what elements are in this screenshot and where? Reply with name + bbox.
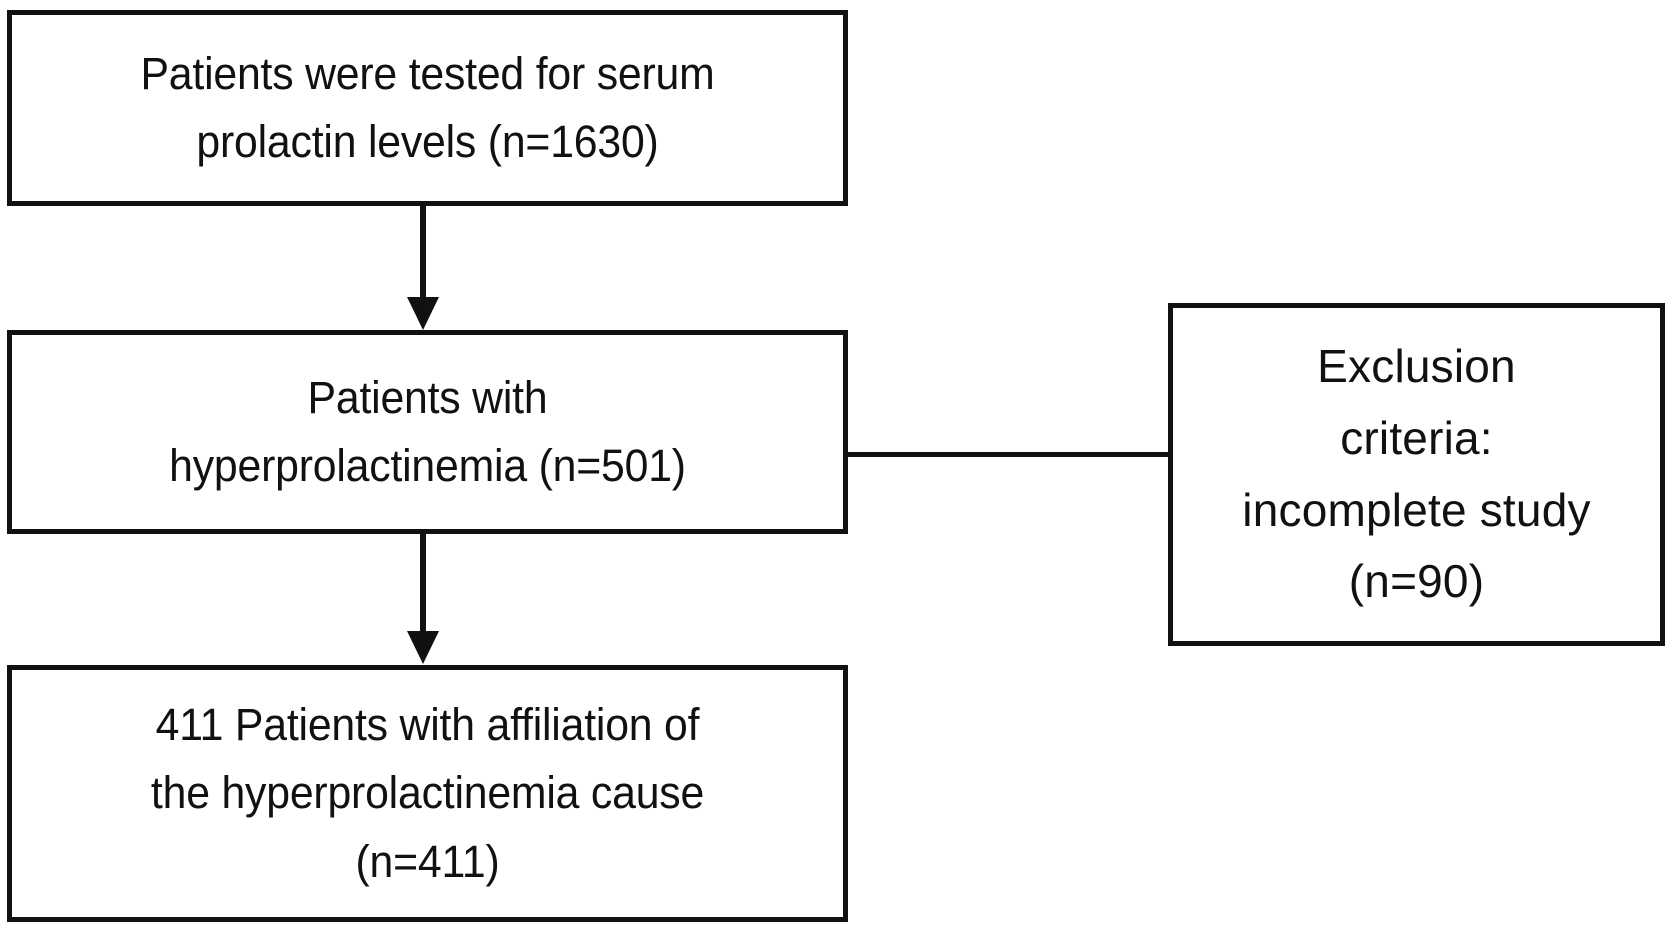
flow-node-excluded-label: Exclusion criteria: incomplete study (n=… — [1242, 340, 1591, 608]
arrow-eligible-to-included-shaft — [420, 534, 426, 633]
arrow-screened-to-eligible-head-icon — [407, 297, 439, 330]
flow-node-screened: Patients were tested for serum prolactin… — [7, 10, 848, 206]
flow-node-eligible: Patients with hyperprolactinemia (n=501) — [7, 330, 848, 534]
flow-node-eligible-label: Patients with hyperprolactinemia (n=501) — [169, 371, 686, 491]
connector-eligible-to-excluded — [848, 452, 1168, 457]
flow-node-included-label: 411 Patients with affiliation of the hyp… — [150, 698, 705, 887]
arrow-screened-to-eligible-shaft — [420, 206, 426, 299]
flow-node-included: 411 Patients with affiliation of the hyp… — [7, 665, 848, 922]
flow-node-screened-label: Patients were tested for serum prolactin… — [140, 47, 715, 167]
flow-node-excluded: Exclusion criteria: incomplete study (n=… — [1168, 303, 1665, 646]
arrow-eligible-to-included-head-icon — [407, 631, 439, 664]
